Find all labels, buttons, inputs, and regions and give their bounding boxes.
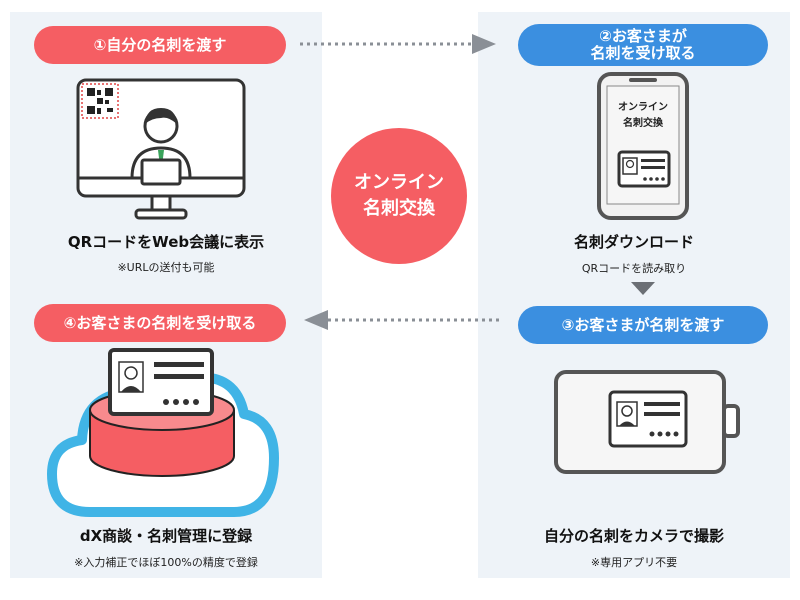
step3-sub: ※専用アプリ不要	[590, 556, 678, 569]
cloud-icon	[47, 348, 279, 517]
phone-text-line1: オンライン	[618, 102, 668, 113]
step3-caption: 自分の名刺をカメラで撮影	[543, 527, 724, 545]
step2-label: ②お客さまが 名刺を受け取る	[518, 24, 768, 66]
person-icon	[130, 108, 192, 186]
business-card-icon	[108, 348, 214, 416]
phone-text-line2: 名刺交換	[623, 118, 663, 129]
step4-caption: dX商談・名刺管理に登録	[79, 527, 253, 545]
qr-code-icon	[81, 83, 119, 119]
step2-label-line1: ②お客さまが	[599, 27, 687, 45]
center-label-line2: 名刺交換	[363, 198, 435, 219]
arrow-right-icon	[300, 34, 496, 54]
center-label-line1: オンライン	[354, 172, 444, 193]
center-circle: オンライン 名刺交換	[331, 128, 467, 264]
step1-label: ①自分の名刺を渡す	[34, 26, 286, 64]
business-card-icon	[608, 390, 688, 448]
monitor-icon	[76, 78, 246, 220]
step4-label: ④お客さまの名刺を受け取る	[34, 304, 286, 342]
step1-caption: QRコードをWeb会議に表示	[67, 233, 265, 251]
smartphone-icon	[597, 72, 689, 220]
step4-sub: ※入力補正でほぼ100%の精度で登録	[74, 556, 258, 569]
business-card-icon	[617, 150, 671, 188]
step2-label-line2: 名刺を受け取る	[590, 44, 696, 62]
arrow-left-icon	[304, 310, 500, 330]
step2-sub: QRコードを読み取り	[581, 262, 687, 275]
step3-label: ③お客さまが名刺を渡す	[518, 306, 768, 344]
smartphone-landscape-icon	[554, 370, 740, 474]
step2-caption: 名刺ダウンロード	[573, 233, 694, 251]
step1-sub: ※URLの送付も可能	[117, 261, 215, 274]
arrow-down-icon	[631, 282, 655, 295]
